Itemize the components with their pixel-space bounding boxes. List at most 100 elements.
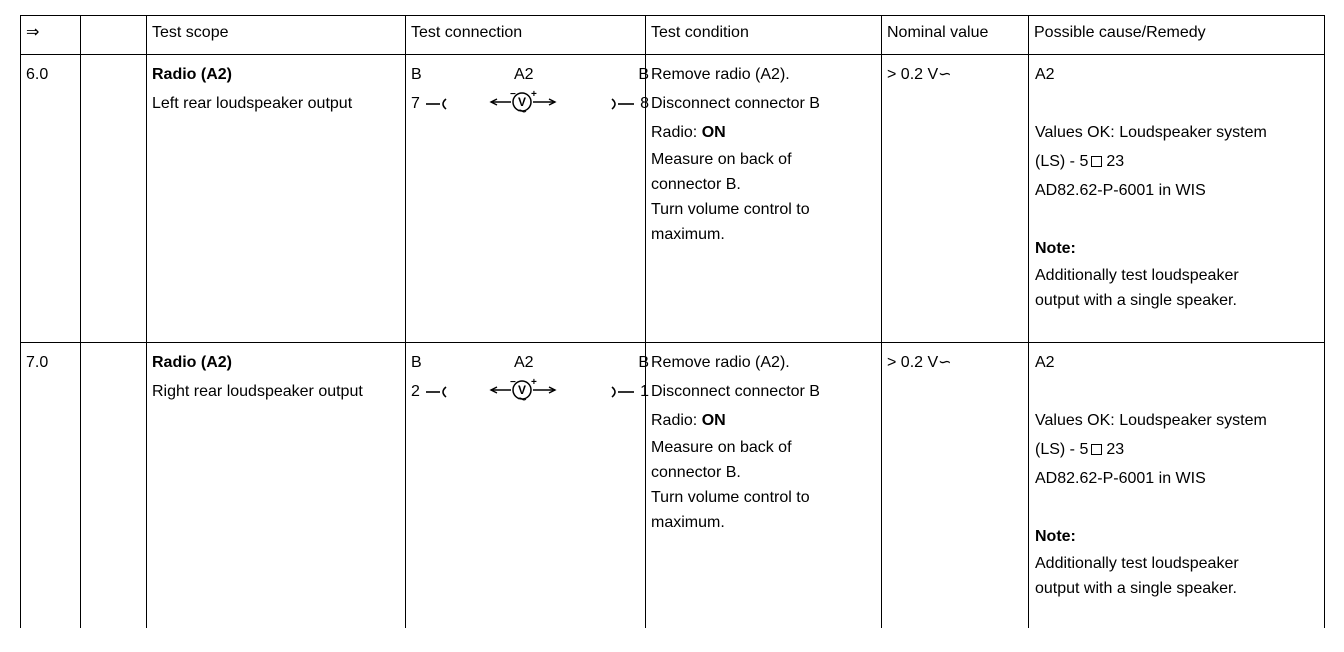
test-connection-cell: B A2 B 2 V (405, 342, 649, 628)
left-pin-number: 2 (411, 383, 420, 400)
connection-diagram: B A2 B 2 V (411, 348, 649, 408)
cause-line: Additionally test loudspeaker (1035, 267, 1239, 284)
spacer (1035, 205, 1320, 234)
test-scope-cell: Radio (A2) Right rear loudspeaker output (146, 342, 406, 628)
svg-text:−: − (510, 90, 516, 100)
cause-line: (LS) - 5 23 (1035, 147, 1320, 176)
condition-line: Remove radio (A2). (651, 354, 790, 371)
conn-left-label: B (411, 66, 422, 83)
table-row: 6.0 Radio (A2) Left rear loudspeaker out… (20, 54, 1325, 343)
empty-cell (80, 342, 147, 628)
socket-left-icon (426, 386, 447, 398)
header-test-condition: Test condition (645, 15, 882, 55)
test-table: ⇒ Test scope Test connection Test condit… (20, 15, 1325, 628)
cause-line: Additionally test loudspeaker (1035, 555, 1239, 572)
cause-ref-suffix: 23 (1106, 441, 1125, 458)
possible-cause-cell: A2 Values OK: Loudspeaker system (LS) - … (1028, 342, 1325, 628)
scope-title: Radio (A2) (152, 354, 232, 371)
step-number: 6.0 (20, 54, 81, 343)
condition-line: Remove radio (A2). (651, 66, 790, 83)
square-icon (1091, 444, 1103, 455)
nominal-value-cell: > 0.2 V∽ (881, 342, 1029, 628)
header-arrow: ⇒ (20, 15, 81, 55)
cause-line: Values OK: Loudspeaker system (1035, 412, 1267, 429)
step-number: 7.0 (20, 342, 81, 628)
cause-ref-suffix: 23 (1106, 153, 1125, 170)
radio-label: Radio: (651, 412, 702, 429)
voltmeter-icon: V − + (489, 90, 557, 113)
header-test-connection: Test connection (405, 15, 646, 55)
cause-line: AD82.62-P-6001 in WIS (1035, 470, 1206, 487)
radio-label: Radio: (651, 124, 702, 141)
test-scope-cell: Radio (A2) Left rear loudspeaker output (146, 54, 406, 343)
condition-line: Measure on back of (651, 439, 792, 456)
conn-left-pin: 2 (411, 377, 448, 406)
nominal-value-cell: > 0.2 V∽ (881, 54, 1029, 343)
right-pin-number: 8 (640, 95, 649, 112)
scope-subtitle: Left rear loudspeaker output (152, 95, 353, 112)
possible-cause-cell: A2 Values OK: Loudspeaker system (LS) - … (1028, 54, 1325, 343)
scope-subtitle: Right rear loudspeaker output (152, 383, 363, 400)
note-heading: Note: (1035, 528, 1076, 545)
radio-state: ON (701, 412, 726, 429)
cause-line: (LS) - 5 23 (1035, 435, 1320, 464)
condition-line: Turn volume control to (651, 201, 810, 218)
condition-line: connector B. (651, 176, 741, 193)
test-condition-cell: Remove radio (A2). Disconnect connector … (645, 342, 882, 628)
condition-line: Measure on back of (651, 151, 792, 168)
cause-line: Values OK: Loudspeaker system (1035, 124, 1267, 141)
svg-text:V: V (518, 383, 526, 397)
condition-line: maximum. (651, 514, 725, 531)
voltmeter-icon: V − + (489, 378, 557, 401)
condition-line: connector B. (651, 464, 741, 481)
scope-title: Radio (A2) (152, 66, 232, 83)
condition-line: Disconnect connector B (651, 383, 820, 400)
header-row: ⇒ Test scope Test connection Test condit… (20, 15, 1325, 55)
conn-mid-label: A2 (514, 354, 534, 371)
connection-diagram: B A2 B 7 V (411, 60, 649, 120)
empty-cell (80, 54, 147, 343)
conn-right-label: B (638, 354, 649, 371)
condition-line: Radio: ON (651, 118, 877, 147)
cause-line: output with a single speaker. (1035, 292, 1237, 309)
left-pin-number: 7 (411, 95, 420, 112)
spacer (1035, 89, 1320, 118)
condition-line: maximum. (651, 226, 725, 243)
conn-right-label: B (638, 66, 649, 83)
socket-right-icon (611, 98, 634, 110)
condition-line: Radio: ON (651, 406, 877, 435)
radio-state: ON (701, 124, 726, 141)
svg-text:−: − (510, 378, 516, 388)
cause-line: output with a single speaker. (1035, 580, 1237, 597)
conn-right-pin: 1 (610, 377, 649, 406)
socket-right-icon (611, 386, 634, 398)
header-empty (80, 15, 147, 55)
conn-right-pin: 8 (610, 89, 649, 118)
svg-text:+: + (531, 90, 537, 100)
test-connection-cell: B A2 B 7 V (405, 54, 649, 343)
conn-left-pin: 7 (411, 89, 448, 118)
conn-left-label: B (411, 354, 422, 371)
svg-text:V: V (518, 95, 526, 109)
table-row: 7.0 Radio (A2) Right rear loudspeaker ou… (20, 342, 1325, 628)
header-possible-cause: Possible cause/Remedy (1028, 15, 1325, 55)
cause-line: AD82.62-P-6001 in WIS (1035, 182, 1206, 199)
square-icon (1091, 156, 1103, 167)
spacer (1035, 493, 1320, 522)
note-heading: Note: (1035, 240, 1076, 257)
header-nominal-value: Nominal value (881, 15, 1029, 55)
condition-line: Turn volume control to (651, 489, 810, 506)
conn-mid-label: A2 (514, 66, 534, 83)
condition-line: Disconnect connector B (651, 95, 820, 112)
cause-ref-prefix: (LS) - 5 (1035, 441, 1089, 458)
socket-left-icon (426, 98, 447, 110)
svg-text:+: + (531, 378, 537, 388)
cause-ref-prefix: (LS) - 5 (1035, 153, 1089, 170)
cause-component: A2 (1035, 66, 1055, 83)
spacer (1035, 377, 1320, 406)
header-test-scope: Test scope (146, 15, 406, 55)
cause-component: A2 (1035, 354, 1055, 371)
right-pin-number: 1 (640, 383, 649, 400)
test-condition-cell: Remove radio (A2). Disconnect connector … (645, 54, 882, 343)
